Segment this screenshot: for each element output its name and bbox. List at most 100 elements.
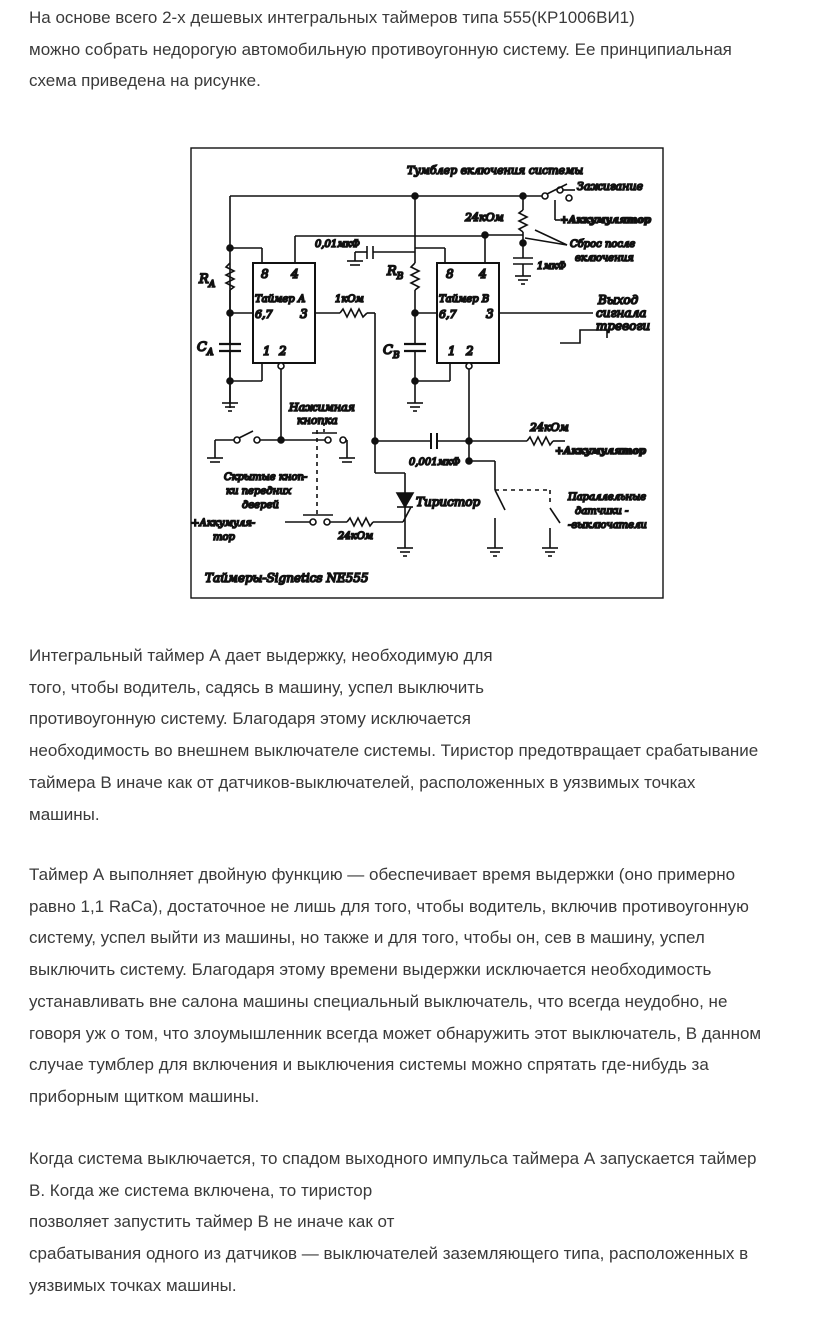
- switch-lever: [238, 430, 254, 439]
- label-timer-a: Таймер А: [255, 294, 305, 305]
- label-output-2: сигнала: [596, 306, 646, 320]
- label-pin: 6,7: [439, 308, 457, 321]
- label-ra: RA: [198, 272, 216, 290]
- resistor-24k-bottom: [346, 516, 374, 528]
- label-pin: 3: [486, 307, 494, 321]
- paragraph-2: Интегральный таймер А дает выдержку, нео…: [29, 640, 758, 830]
- text-line: Таймер А выполняет двойную функцию — обе…: [29, 865, 736, 884]
- switch-lever: [549, 507, 561, 524]
- label-c1uf: 1мкФ: [537, 261, 566, 272]
- text-line: выключить систему. Благодаря этому време…: [29, 960, 712, 980]
- label-pushbutton-2: кнопка: [297, 414, 338, 427]
- text-line: случае тумблер для включения и выключени…: [29, 1055, 709, 1075]
- junction-dot: [481, 231, 489, 239]
- text-line: схема приведена на рисунке.: [29, 71, 261, 91]
- label-pin: 8: [446, 267, 454, 281]
- label-rb: RB: [386, 264, 404, 282]
- schematic-figure: Тумблер включения системы Зажигание +Акк…: [175, 118, 670, 608]
- text-line: таймера В иначе как от датчиков-выключат…: [29, 772, 696, 792]
- label-pin: 2: [465, 344, 474, 358]
- resistor-24k-top: [517, 209, 529, 233]
- text-line: того, чтобы водитель, садясь в машину, у…: [29, 677, 484, 697]
- label-r24k-top: 24кОм: [464, 211, 504, 224]
- label-cb: CB: [383, 343, 400, 361]
- resistor-24k-right: [526, 435, 554, 447]
- switch-lever: [494, 489, 506, 511]
- junction-dot: [226, 244, 234, 252]
- label-reset-1: Сброс после: [570, 239, 635, 250]
- switch-contact: [323, 518, 331, 526]
- text-line: приборным щитком машины.: [29, 1086, 260, 1106]
- switch-contact: [565, 194, 573, 202]
- label-hidden-1: Скрытые кноп-: [224, 472, 308, 483]
- text-line: говоря уж о том, что злоумышленник всегд…: [29, 1023, 762, 1043]
- text-line: позволяет запустить таймер В не иначе ка…: [29, 1212, 395, 1232]
- text-line: срабатывания одного из датчиков — выключ…: [29, 1244, 749, 1264]
- label-pin: 6,7: [255, 308, 273, 321]
- label-c001uf: 0,01мкФ: [315, 239, 360, 250]
- switch-contact: [309, 518, 317, 526]
- label-ignition: Зажигание: [577, 180, 643, 193]
- label-parallel-1: Параллельные: [567, 492, 646, 503]
- label-pin: 4: [290, 267, 299, 281]
- intro-paragraph: На основе всего 2-х дешевых интегральных…: [29, 2, 732, 97]
- label-r1k: 1кОм: [335, 294, 364, 305]
- switch-contact: [339, 436, 347, 444]
- resistor-rb: [409, 262, 421, 291]
- alarm-schematic-diagram: Тумблер включения системы Зажигание +Акк…: [190, 147, 664, 599]
- text-line: необходимость во внешнем выключателе сис…: [29, 741, 759, 761]
- text-line: Интегральный таймер А дает выдержку, нео…: [29, 646, 493, 665]
- label-caption: Таймеры-Signetics NE555: [205, 571, 369, 585]
- label-thyristor: Тиристор: [416, 495, 480, 509]
- text-line: машины.: [29, 804, 100, 824]
- pin-marker: [277, 362, 285, 370]
- label-c0001uf: 0,001мкФ: [409, 457, 460, 468]
- thyristor-symbol: [395, 492, 415, 509]
- label-timer-b: Таймер В: [439, 294, 489, 305]
- text-line: уязвимых точках машины.: [29, 1275, 237, 1295]
- switch-contact: [541, 192, 549, 200]
- switch-contact: [253, 436, 261, 444]
- text-line: устанавливать вне салона машины специаль…: [29, 991, 728, 1011]
- pin-marker: [465, 362, 473, 370]
- text-line: систему, успел выйти из машины, но также…: [29, 928, 705, 948]
- paragraph-3: Таймер А выполняет двойную функцию — обе…: [29, 859, 761, 1113]
- text-line: равно 1,1 RaCa), достаточное не лишь для…: [29, 896, 749, 916]
- resistor-ra: [224, 262, 236, 291]
- label-output-1: Выход: [597, 293, 639, 307]
- label-hidden-2: ки передних: [226, 486, 292, 497]
- label-pin: 1: [448, 344, 456, 358]
- paragraph-4: Когда система выключается, то спадом вых…: [29, 1143, 757, 1302]
- label-battery-top: +Аккумулятор: [560, 215, 651, 226]
- pointer-line: [524, 237, 568, 246]
- label-pushbutton-1: Нажимная: [288, 401, 355, 414]
- label-hidden-3: дверей: [242, 500, 279, 511]
- label-pin: 4: [478, 267, 487, 281]
- label-pin: 8: [261, 267, 269, 281]
- label-pin: 2: [278, 344, 287, 358]
- label-ca: CA: [197, 340, 214, 358]
- text-line: В. Когда же система включена, то тиристо…: [29, 1180, 373, 1200]
- label-r24k-bottom: 24кОм: [337, 531, 373, 542]
- schematic-frame: [190, 147, 664, 599]
- label-output-3: тревоги: [596, 319, 650, 333]
- output-pulse-symbol: [560, 329, 608, 344]
- label-battery-left-2: тор: [213, 532, 236, 543]
- text-line: можно собрать недорогую автомобильную пр…: [29, 39, 732, 59]
- label-r24k-right: 24кОм: [529, 421, 569, 434]
- label-pin: 1: [263, 344, 271, 358]
- text-line: На основе всего 2-х дешевых интегральных…: [29, 8, 635, 27]
- resistor-1k: [339, 307, 368, 319]
- label-toggle: Тумблер включения системы: [407, 164, 583, 177]
- label-pin: 3: [300, 307, 308, 321]
- label-reset-2: включения: [575, 253, 634, 264]
- switch-lever: [546, 183, 568, 195]
- switch-contact: [324, 436, 332, 444]
- text-line: противоугонную систему. Благодаря этому …: [29, 709, 472, 729]
- label-battery-right: +Аккумулятор: [555, 446, 646, 457]
- text-line: Когда система выключается, то спадом вых…: [29, 1149, 757, 1168]
- switch-contact: [233, 436, 241, 444]
- label-battery-left-1: +Аккумуля-: [191, 518, 256, 529]
- label-parallel-3: -выключатели: [568, 520, 647, 531]
- label-parallel-2: датчики -: [575, 506, 629, 517]
